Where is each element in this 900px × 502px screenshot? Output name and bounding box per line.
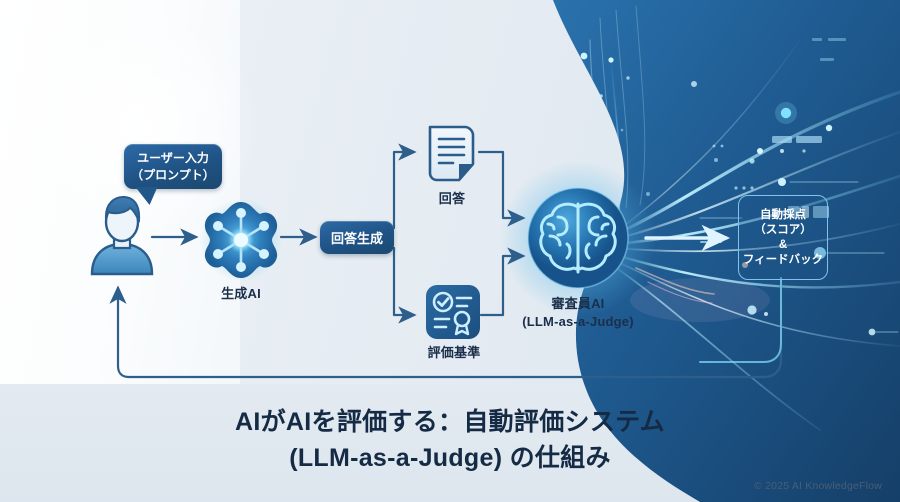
page-title: AIがAIを評価する：自動評価システム (LLM-as-a-Judge) の仕組… <box>0 404 900 476</box>
arrow-answer-generation-to-criteria <box>392 246 417 324</box>
arrow-answer-doc-to-judge <box>477 150 526 227</box>
document-icon <box>428 125 475 182</box>
brain-icon <box>527 187 629 289</box>
scoring-feedback-box: 自動採点 （スコア） & フィードバック <box>738 195 828 280</box>
judge-label-line1: 審査員AI <box>551 296 605 311</box>
judge-label-line2: (LLM-as-a-Judge) <box>522 314 634 329</box>
scoring-line2: （スコア） <box>754 223 812 236</box>
answer-generation-chip: 回答生成 <box>320 221 394 254</box>
arrow-criteria-to-judge <box>479 247 526 317</box>
copyright-notice: © 2025 AI KnowledgeFlow <box>754 480 882 492</box>
answer-generation-label: 回答生成 <box>330 231 383 246</box>
criteria-label: 評価基準 <box>427 345 481 360</box>
user-icon <box>90 195 154 276</box>
prompt-bubble: ユーザー入力 （プロンプト） <box>124 144 222 189</box>
title-line-2: (LLM-as-a-Judge) の仕組み <box>289 444 611 472</box>
arrow-answer-generation-to-answer-doc <box>392 143 417 230</box>
prompt-bubble-line1: ユーザー入力 <box>137 150 209 165</box>
neural-node-icon <box>199 198 283 282</box>
answer-doc-label: 回答 <box>438 191 466 206</box>
generative-ai-label: 生成AI <box>221 286 261 301</box>
scoring-line1: 自動採点 <box>760 208 806 221</box>
certificate-icon <box>426 285 480 339</box>
arrow-feedback-loop-to-user <box>109 276 783 379</box>
scoring-line4: フィードバック <box>742 253 824 266</box>
scoring-line3: & <box>778 238 788 251</box>
prompt-bubble-line2: （プロンプト） <box>131 167 215 182</box>
background-glow <box>20 10 260 240</box>
feedback-loop-glow-segment <box>699 277 782 363</box>
title-line-1: AIがAIを評価する：自動評価システム <box>235 408 665 436</box>
